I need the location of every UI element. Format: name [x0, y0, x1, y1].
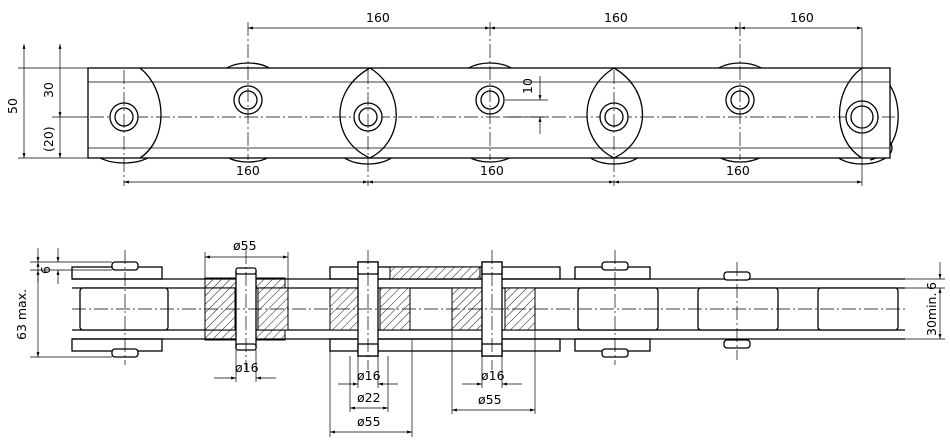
dim-inner-plate: 6 — [924, 282, 939, 290]
dim-offset: 10 — [520, 78, 535, 94]
dim-height-plate: 30 — [41, 82, 56, 98]
dim-pitch-top-1: 160 — [366, 10, 390, 25]
dim-height-total: 50 — [5, 98, 20, 114]
dim-pitch-bottom-1: 160 — [236, 163, 260, 178]
dim-pitch-bottom-3: 160 — [726, 163, 750, 178]
dim-pin-head: 6 — [38, 266, 53, 274]
dim-bushing: ø22 — [357, 390, 381, 405]
dim-roller-center: ø55 — [357, 414, 381, 429]
dim-overall-height: 63 max. — [14, 289, 29, 340]
dim-roller-right: ø55 — [478, 392, 502, 407]
dim-height-lower: (20) — [41, 126, 56, 152]
dim-roller-left: ø55 — [233, 238, 257, 253]
dim-pin-left: ø16 — [235, 360, 259, 375]
top-view: 160 160 160 160 160 160 50 30 (20) 10 — [5, 10, 899, 186]
dim-pitch-top-3: 160 — [790, 10, 814, 25]
dim-inner-width: 30min. — [924, 293, 939, 336]
dim-pitch-top-2: 160 — [604, 10, 628, 25]
section-view: 6 63 max. ø55 ø16 ø16 ø22 ø55 ø16 — [14, 238, 945, 437]
dim-pitch-bottom-2: 160 — [480, 163, 504, 178]
dim-pin-right: ø16 — [481, 368, 505, 383]
dim-pin-center: ø16 — [357, 368, 381, 383]
